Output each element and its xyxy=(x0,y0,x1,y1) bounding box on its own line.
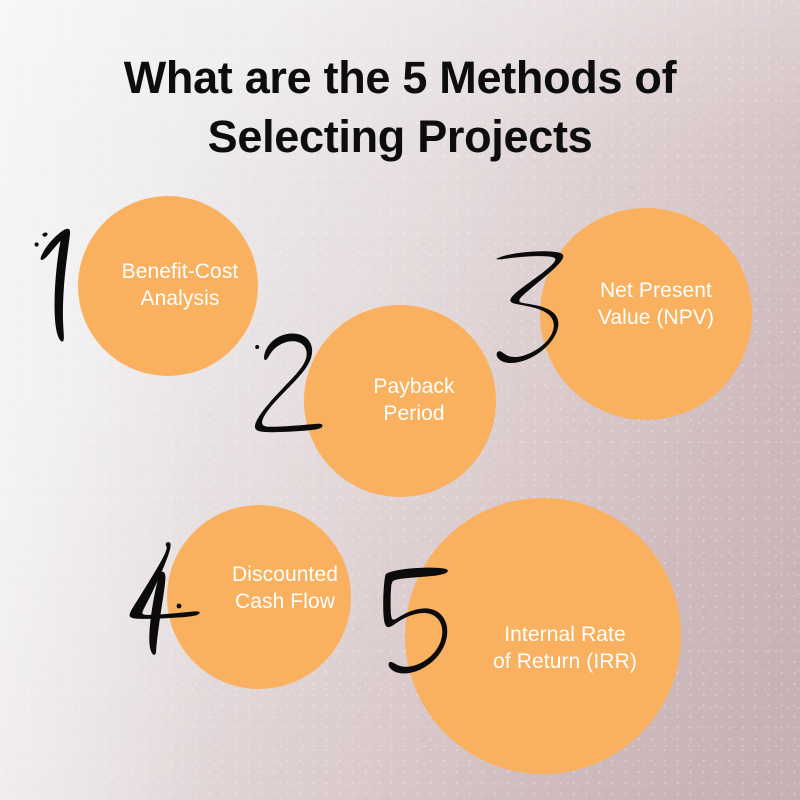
method-label-4: Discounted Cash Flow xyxy=(231,563,339,613)
title-line-2: Selecting Projects xyxy=(207,111,593,162)
method-label-1: Benefit-Cost Analysis xyxy=(121,260,239,310)
method-label-2: Payback Period xyxy=(373,375,455,425)
method-label-5: Internal Rate of Return (IRR) xyxy=(493,623,637,673)
method-circle-4: Discounted Cash Flow xyxy=(167,505,351,689)
method-circle-3: Net Present Value (NPV) xyxy=(540,208,752,420)
page-title: What are the 5 Methods of Selecting Proj… xyxy=(0,48,800,166)
method-circle-5: Internal Rate of Return (IRR) xyxy=(405,498,681,774)
method-circle-1: Benefit-Cost Analysis xyxy=(78,196,258,376)
method-label-3: Net Present Value (NPV) xyxy=(597,279,715,329)
title-line-1: What are the 5 Methods of xyxy=(123,52,677,103)
method-circle-2: Payback Period xyxy=(304,305,496,497)
